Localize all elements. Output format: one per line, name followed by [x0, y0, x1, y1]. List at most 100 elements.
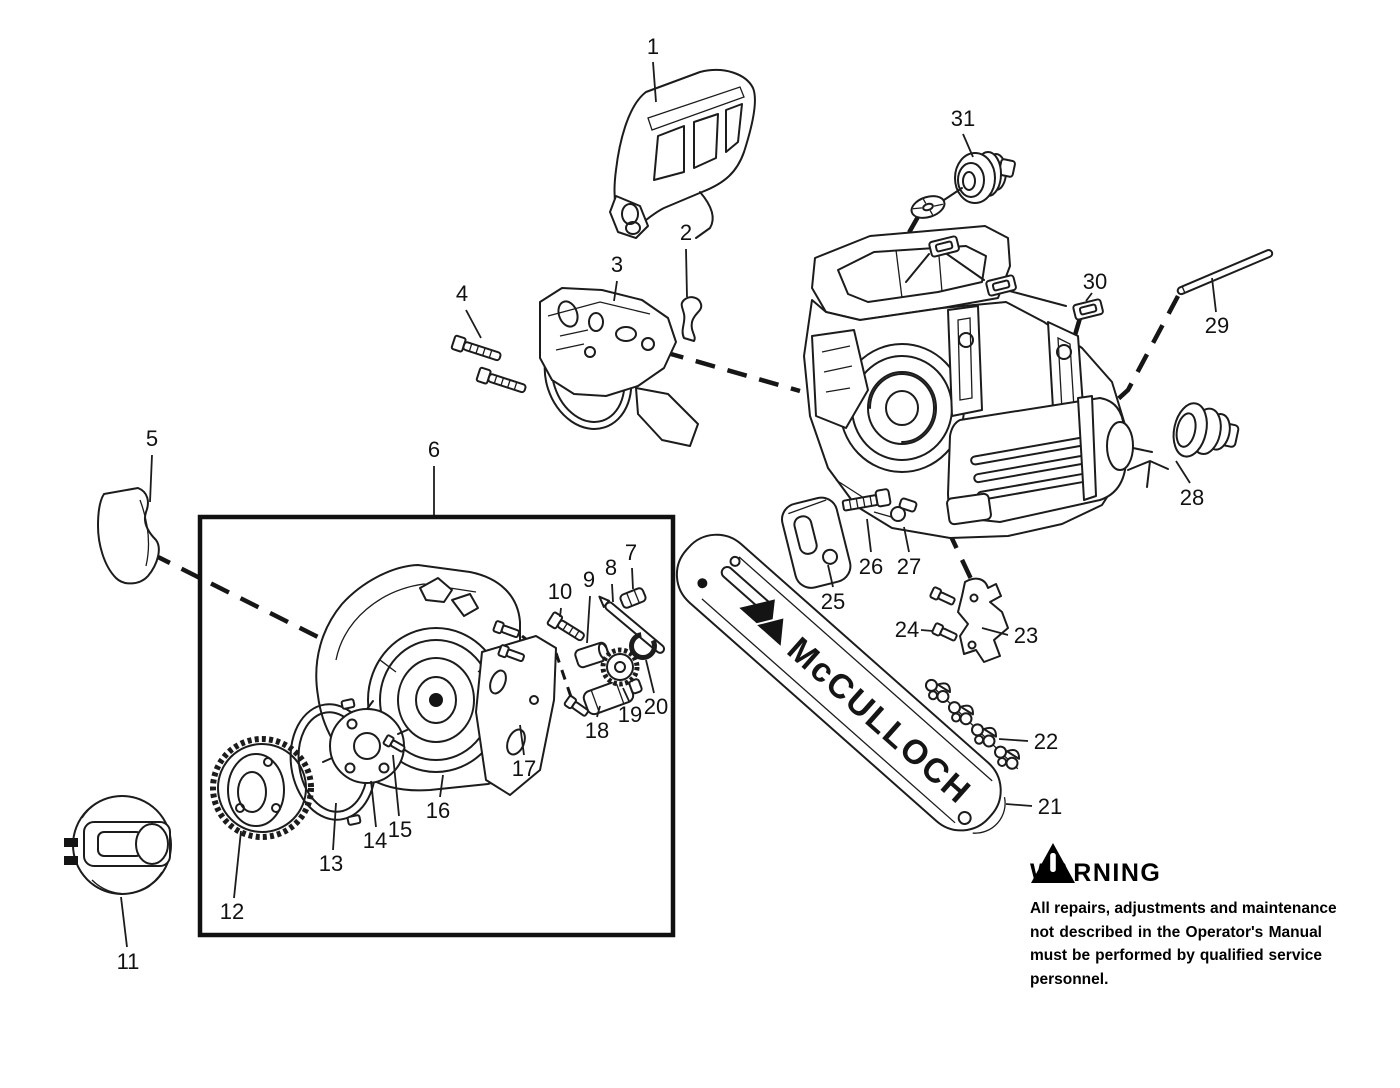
callout-21: 21: [1005, 794, 1062, 819]
callout-28: 28: [1175, 460, 1204, 510]
part-bar-bolt: [841, 488, 892, 512]
callout-label-8: 8: [605, 555, 617, 580]
part-inner-plate: [781, 496, 852, 589]
callout-7: 7: [625, 540, 637, 590]
callout-label-19: 19: [618, 702, 642, 727]
part-drive-plate: [322, 700, 408, 784]
callout-19: 19: [618, 687, 642, 727]
warning-line: not described in the Operator's Manual: [1030, 923, 1322, 941]
callout-24: 24: [895, 617, 934, 642]
callout-label-26: 26: [859, 554, 883, 579]
callout-label-9: 9: [583, 567, 595, 592]
warning-line: All repairs, adjustments and maintenance: [1030, 900, 1337, 917]
callout-label-3: 3: [611, 252, 623, 277]
part-rod: [1176, 249, 1274, 296]
part-oiler-cap: [910, 151, 1016, 219]
callout-label-15: 15: [388, 817, 412, 842]
callout-label-13: 13: [319, 851, 343, 876]
part-clutch-cover: [539, 287, 699, 447]
callout-4: 4: [456, 281, 482, 339]
part-mount-bolts: [450, 334, 527, 394]
part-front-handguard: [609, 69, 756, 239]
callout-label-21: 21: [1038, 794, 1062, 819]
callout-25: 25: [821, 564, 845, 614]
callout-label-18: 18: [585, 718, 609, 743]
callout-8: 8: [605, 555, 617, 603]
callout-label-2: 2: [680, 220, 692, 245]
callout-label-29: 29: [1205, 313, 1229, 338]
part-pump-gear: [600, 647, 640, 687]
callout-3: 3: [611, 252, 623, 302]
warning-line: personnel.: [1030, 970, 1109, 988]
callout-13: 13: [319, 802, 343, 876]
part-bolt-10: [546, 611, 585, 642]
part-oil-valve: [890, 497, 918, 522]
callout-label-20: 20: [644, 694, 668, 719]
callout-26: 26: [859, 518, 883, 579]
callout-27: 27: [897, 526, 921, 579]
callout-label-14: 14: [363, 828, 387, 853]
callout-label-31: 31: [951, 106, 975, 131]
part-spacer: [574, 641, 610, 669]
part-bumper-spike: [957, 577, 1009, 663]
callout-22: 22: [998, 729, 1058, 754]
callout-label-17: 17: [512, 756, 536, 781]
part-screw-15: [382, 734, 406, 753]
callout-9: 9: [583, 567, 595, 644]
callout-6: 6: [428, 437, 440, 515]
callout-18: 18: [585, 705, 609, 743]
callout-23: 23: [981, 623, 1038, 648]
callout-14: 14: [363, 780, 387, 853]
part-clutch-drum: [210, 736, 314, 840]
part-fuel-cap: [1127, 402, 1240, 488]
callout-label-24: 24: [895, 617, 919, 642]
callout-31: 31: [951, 106, 975, 158]
part-clip-ring: [629, 632, 657, 660]
part-tensioner-rod: [598, 595, 666, 654]
callout-label-12: 12: [220, 899, 244, 924]
part-clips: [905, 235, 1104, 321]
callout-2: 2: [680, 220, 692, 298]
warning-triangle-icon: [1031, 843, 1075, 883]
callouts: 1 2 3 4 5 6 7 8 9 10 11 12 13 14 15 16 1…: [117, 34, 1230, 974]
part-nut: [619, 587, 647, 609]
callout-label-25: 25: [821, 589, 845, 614]
callout-1: 1: [647, 34, 659, 103]
callout-label-22: 22: [1034, 729, 1058, 754]
part-starter-cap: [64, 795, 172, 895]
callout-15: 15: [388, 754, 412, 842]
callout-10: 10: [548, 579, 572, 618]
callout-5: 5: [146, 426, 158, 503]
callout-label-4: 4: [456, 281, 468, 306]
part-spike-screws: [929, 586, 958, 642]
callout-29: 29: [1205, 277, 1229, 338]
callout-label-30: 30: [1083, 269, 1107, 294]
callout-label-23: 23: [1014, 623, 1038, 648]
warning-line: must be performed by qualified service: [1030, 947, 1322, 965]
callout-label-10: 10: [548, 579, 572, 604]
callout-label-1: 1: [647, 34, 659, 59]
part-saw-chain: [924, 678, 1021, 770]
callout-16: 16: [426, 774, 450, 823]
callout-12: 12: [220, 830, 244, 924]
warning-text: All repairs, adjustments and maintenance…: [1030, 897, 1337, 991]
callout-label-7: 7: [625, 540, 637, 565]
callout-20: 20: [644, 659, 668, 719]
callout-17: 17: [512, 724, 536, 781]
main-housing-assembly: [803, 225, 1153, 539]
mcculloch-logo-icon: [739, 599, 786, 650]
callout-label-11: 11: [117, 949, 140, 974]
callout-30: 30: [1083, 269, 1107, 302]
part-small-screws: [492, 620, 589, 717]
callout-label-6: 6: [428, 437, 440, 462]
callout-label-27: 27: [897, 554, 921, 579]
callout-11: 11: [117, 896, 140, 974]
inset-detail-box: [197, 514, 676, 938]
part-link: [680, 296, 703, 342]
bar-brand-text: McCULLOCH: [780, 630, 979, 812]
callout-label-16: 16: [426, 798, 450, 823]
warning-block: WARNING All repairs, adjustments and mai…: [1030, 842, 1337, 991]
callout-label-5: 5: [146, 426, 158, 451]
